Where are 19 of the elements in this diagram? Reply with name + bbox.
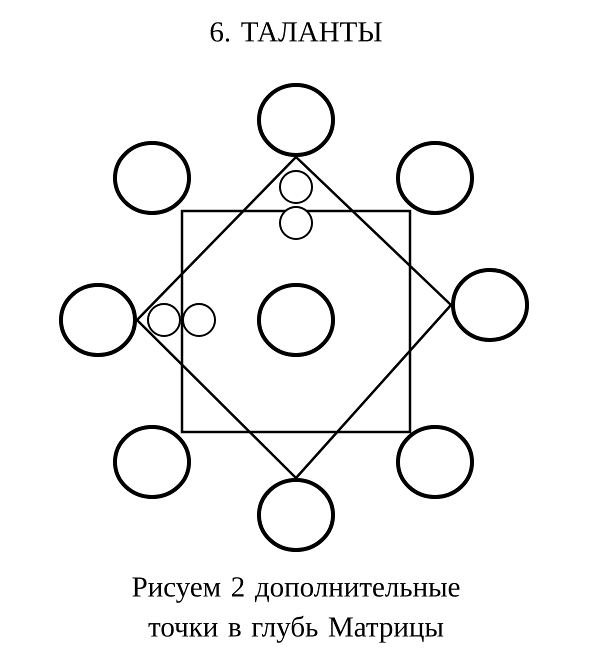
circle [257, 478, 335, 552]
small-circle [279, 170, 313, 204]
line [295, 156, 452, 306]
circle [113, 141, 191, 215]
circle [396, 425, 474, 499]
circle [257, 283, 335, 357]
small-circle [279, 206, 313, 240]
caption: Рисуем 2 дополнительные точки в глубь Матрицы [132, 577, 460, 643]
small-circle [182, 303, 216, 337]
line [136, 319, 297, 479]
title: 6. ТАЛАНТЫ [210, 22, 382, 42]
circle [451, 268, 529, 342]
small-circle [147, 303, 181, 337]
circle [113, 425, 191, 499]
line [295, 304, 452, 479]
circle [59, 283, 137, 357]
line [136, 156, 297, 321]
circle [396, 141, 474, 215]
circle [257, 83, 335, 157]
